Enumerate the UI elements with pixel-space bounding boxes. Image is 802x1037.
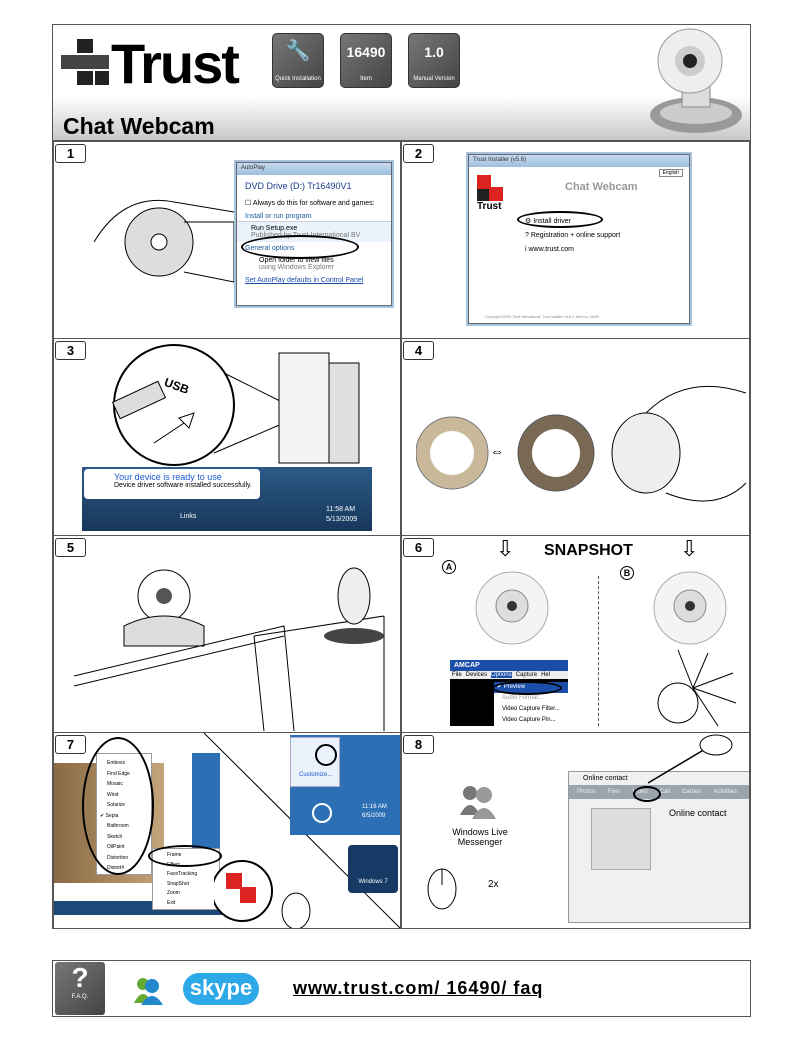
trust-installer-window: Trust Installer (v5.6) English Trust Cha… <box>468 154 690 324</box>
tile-item: 16490 Item <box>340 33 392 88</box>
step-number: 8 <box>403 735 434 754</box>
messenger-conversation-window: Online contact Photos Files Video Call G… <box>568 771 749 923</box>
menu-exit[interactable]: Exit <box>167 899 176 906</box>
usb-plug-illustration <box>111 344 360 466</box>
skype-logo: skype <box>183 973 259 1005</box>
divider <box>598 576 599 726</box>
step-number: 3 <box>55 341 86 360</box>
step-number: 4 <box>403 341 434 360</box>
step-6-panel: 6 SNAPSHOT ⇩ ⇩ A B AMCAP File Devices Op… <box>401 535 750 733</box>
registration-button[interactable]: ? Registration + online support <box>525 232 621 239</box>
amcap-menubar: File Devices Options Capture Hel <box>450 671 568 679</box>
device-ready-balloon: Your device is ready to use Device drive… <box>84 469 260 499</box>
webcam-front-a <box>475 571 549 645</box>
step-1-panel: 1 AutoPlay DVD Drive (D:) Tr16490V1 ☐ Al… <box>53 141 401 339</box>
tile-manual-version: 1.0 Manual Version <box>408 33 460 88</box>
trust-logo-mark <box>61 39 109 85</box>
lens-ring-illustration <box>416 385 746 502</box>
mouse-click-pointer <box>647 734 733 784</box>
windows7-logo: Windows 7 <box>348 845 398 893</box>
menu-item-video-capture-filter[interactable]: Video Capture Filter... <box>502 706 560 712</box>
highlight-oval <box>148 845 222 867</box>
highlight-oval <box>492 681 562 695</box>
tray-expand-button[interactable] <box>312 803 332 823</box>
menu-options[interactable]: Options <box>491 672 512 678</box>
highlight-oval <box>82 737 154 875</box>
faq-tile: ? F.A.Q. <box>55 962 105 1015</box>
highlight-oval <box>241 235 359 259</box>
header: Trust 🔧 Quick Installation 16490 Item 1.… <box>53 25 750 141</box>
links-toolbar[interactable]: Links <box>180 513 197 520</box>
tab-games[interactable]: Games <box>681 789 702 795</box>
webcam-image <box>650 28 742 133</box>
tab-files[interactable]: Files <box>607 789 621 795</box>
menu-zoom[interactable]: Zoom <box>167 890 180 896</box>
step-7-panel: 7 Emboss Find Edge Mosaic Wind Solarize … <box>53 732 401 929</box>
website-button[interactable]: i www.trust.com <box>525 246 575 253</box>
always-checkbox[interactable]: ☐ Always do this for software and games: <box>245 200 375 207</box>
tray-icon-zoom-mouse <box>214 860 311 928</box>
step-3-panel: 3 USB Your device is ready to use Device… <box>53 338 401 536</box>
wrench-icon: 🔧 <box>285 40 311 62</box>
trust-logo-red <box>477 175 503 201</box>
step-4-panel: 4 ⇔ <box>401 338 750 536</box>
brand-logo: Trust <box>111 32 240 95</box>
arrow-down-icon: ⇩ <box>680 536 699 561</box>
messenger-icon[interactable] <box>458 783 498 819</box>
messenger-icon <box>134 978 163 1005</box>
tile-quick-installation: 🔧 Quick Installation <box>272 33 324 88</box>
menu-item-video-capture-pin[interactable]: Video Capture Pin... <box>502 717 556 723</box>
step-2-panel: 2 Trust Installer (v5.6) English Trust C… <box>401 141 750 339</box>
webcam-front-b <box>653 571 727 645</box>
mouse-icon <box>427 868 457 910</box>
step-number: 7 <box>55 735 86 754</box>
snapshot-label: SNAPSHOT <box>544 542 633 559</box>
faq-link[interactable]: www.trust.com/ 16490/ faq <box>293 978 544 998</box>
menu-file[interactable]: File <box>452 672 462 678</box>
tab-call[interactable]: Call <box>659 789 670 795</box>
webcam-mounting-illustration <box>73 567 385 731</box>
step-8-panel: 8 Windows Live Messenger 2x Online conta… <box>401 732 750 929</box>
question-icon: ? <box>71 962 89 993</box>
footer: ? F.A.Q. skype www.trust.com/ 16490/ faq <box>52 960 751 1017</box>
menu-snapshot[interactable]: SnapShot <box>167 880 189 887</box>
autoplay-defaults-link[interactable]: Set AutoPlay defaults in Control Panel <box>245 277 364 284</box>
highlight-oval <box>315 744 337 766</box>
step-number: 1 <box>55 144 86 163</box>
autoplay-window: AutoPlay DVD Drive (D:) Tr16490V1 ☐ Alwa… <box>236 162 392 306</box>
tab-activities[interactable]: Activities <box>713 789 737 795</box>
contact-avatar <box>591 808 651 870</box>
windows-taskbar: Your device is ready to use Device drive… <box>82 467 372 531</box>
arrow-down-icon: ⇩ <box>496 536 515 561</box>
language-select[interactable]: English <box>658 169 683 177</box>
guide-sheet: Trust 🔧 Quick Installation 16490 Item 1.… <box>52 24 751 929</box>
menu-item-audio-format[interactable]: Audio Format... <box>502 695 544 701</box>
amcap-window: AMCAP File Devices Options Capture Hel ✔… <box>450 660 568 726</box>
menu-facetracking[interactable]: FaceTracking <box>167 871 198 877</box>
highlight-oval <box>517 211 603 228</box>
step-5-panel: 5 <box>53 535 401 733</box>
page-title: Chat Webcam <box>63 113 215 139</box>
menu-help[interactable]: Hel <box>541 672 551 678</box>
menu-devices[interactable]: Devices <box>465 672 488 678</box>
tab-photos[interactable]: Photos <box>577 789 596 795</box>
tray-overflow: Customize... <box>290 737 340 787</box>
snapshot-button-press-illustration <box>657 649 737 727</box>
customize-link[interactable]: Customize... <box>299 772 333 778</box>
step-number: 2 <box>403 144 434 163</box>
step-number: 5 <box>55 538 86 557</box>
step-number: 6 <box>403 538 434 557</box>
highlight-oval <box>633 786 661 802</box>
menu-capture[interactable]: Capture <box>515 672 538 678</box>
insert-cd-illustration <box>93 199 234 283</box>
